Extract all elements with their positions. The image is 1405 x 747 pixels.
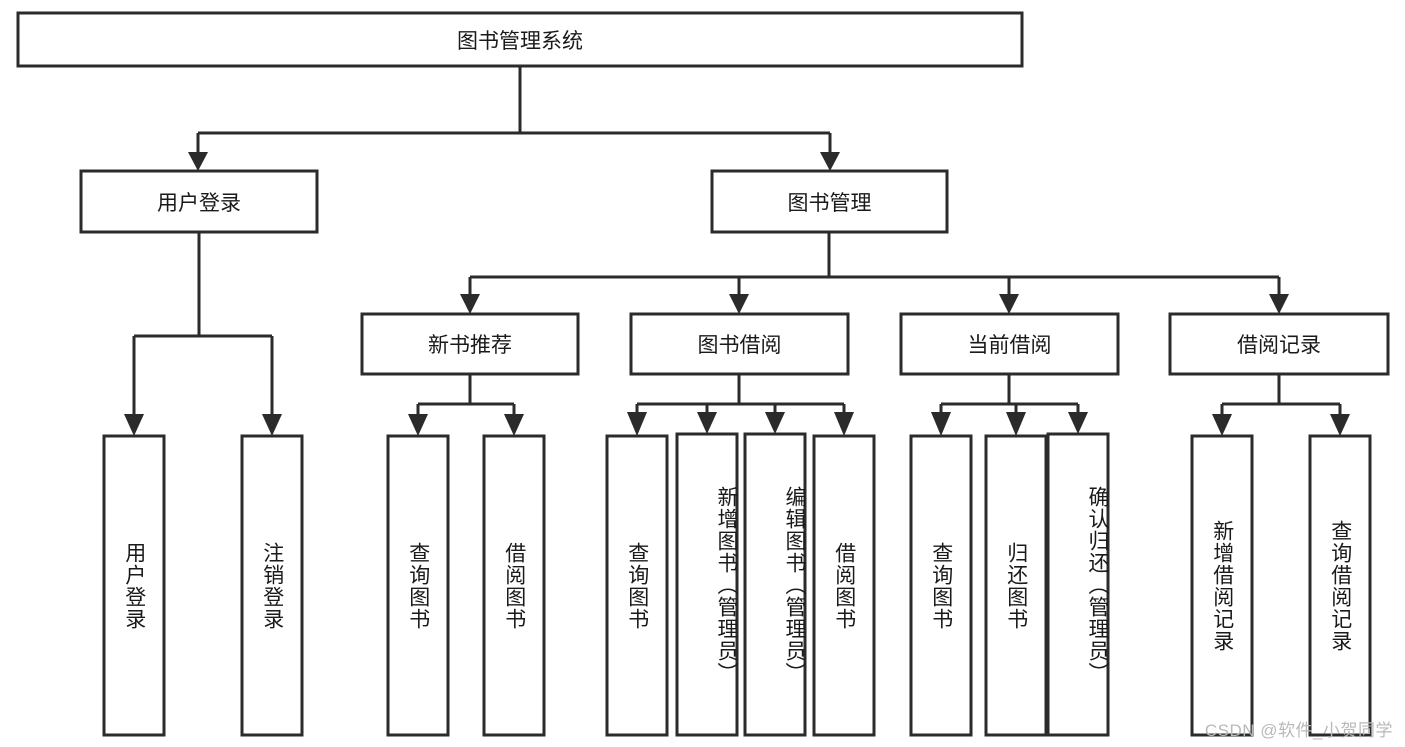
- arrowhead-leaf-user-logout: [262, 414, 282, 436]
- node-borrow-record[interactable]: [1168, 312, 1390, 376]
- node-leaf-query-book-1[interactable]: [386, 434, 450, 737]
- node-leaf-return-book[interactable]: [984, 434, 1048, 737]
- node-leaf-user-logout[interactable]: [240, 434, 304, 737]
- node-leaf-query-book-3[interactable]: [909, 434, 973, 737]
- arrowhead-leaf-user-login: [124, 414, 144, 436]
- arrowhead-borrow-record: [1269, 294, 1289, 314]
- node-leaf-user-login[interactable]: [102, 434, 166, 737]
- arrowhead-leaf-borrow-book-2: [834, 412, 854, 436]
- node-root-book-management-system[interactable]: [16, 11, 1024, 68]
- arrowhead-leaf-add-book-admin: [697, 412, 717, 434]
- arrowhead-leaf-borrow-book-1: [504, 414, 524, 436]
- node-leaf-add-borrow-record[interactable]: [1190, 434, 1254, 737]
- node-leaf-add-book-admin[interactable]: [675, 432, 739, 737]
- node-book-borrow[interactable]: [629, 312, 850, 376]
- csdn-watermark: CSDN @软件_小贺同学: [1204, 721, 1393, 740]
- arrowhead-book-management: [820, 152, 840, 171]
- arrowhead-leaf-return-book: [1006, 412, 1026, 436]
- arrowhead-current-borrow: [999, 294, 1019, 314]
- arrowhead-leaf-edit-book-admin: [765, 412, 785, 434]
- arrowhead-leaf-add-borrow-record: [1212, 414, 1232, 436]
- arrowhead-user-login: [188, 152, 208, 171]
- node-leaf-borrow-book-1[interactable]: [482, 434, 546, 737]
- node-current-borrow[interactable]: [899, 312, 1120, 376]
- node-leaf-borrow-book-2[interactable]: [812, 434, 876, 737]
- node-new-book-recommend[interactable]: [360, 312, 580, 376]
- node-user-login[interactable]: [79, 169, 319, 234]
- node-book-management[interactable]: [710, 169, 949, 234]
- node-leaf-confirm-return-admin[interactable]: [1046, 432, 1110, 737]
- node-leaf-query-book-2[interactable]: [605, 434, 669, 737]
- arrowhead-leaf-query-book-2: [627, 412, 647, 436]
- arrowhead-leaf-query-borrow-record: [1330, 414, 1350, 436]
- node-leaf-query-borrow-record[interactable]: [1308, 434, 1372, 737]
- arrowhead-new-book-recommend: [460, 294, 480, 314]
- arrowhead-leaf-query-book-1: [408, 414, 428, 436]
- node-leaf-edit-book-admin[interactable]: [743, 432, 807, 737]
- arrowhead-leaf-confirm-return: [1068, 412, 1088, 434]
- arrowhead-leaf-query-book-3: [931, 412, 951, 436]
- arrowhead-book-borrow: [729, 294, 749, 314]
